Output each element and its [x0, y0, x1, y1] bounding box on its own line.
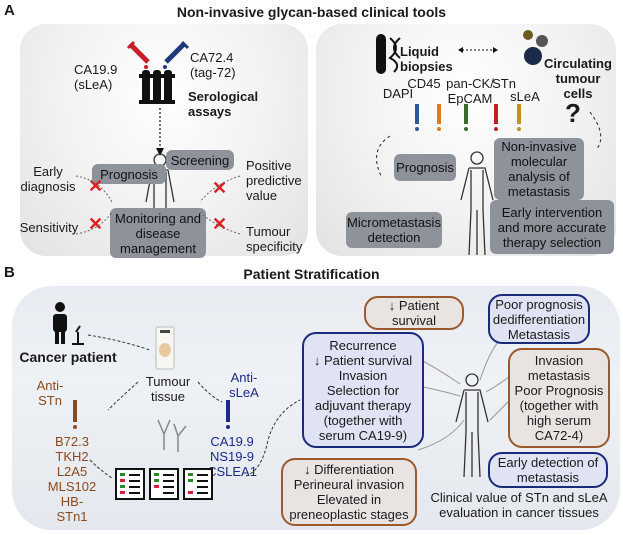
- limitation-tumour-specificity: Tumour specificity: [246, 224, 303, 254]
- tissue-slide-icon: [155, 326, 175, 370]
- panel-a-letter: A: [4, 2, 15, 19]
- caption: Clinical value of STn and sLeA evaluatio…: [430, 490, 608, 520]
- box-invasion: Invasion metastasis Poor Prognosis (toge…: [508, 348, 610, 448]
- cross-icon: ✕: [88, 214, 104, 234]
- tumour-tissue-label: Tumour tissue: [145, 374, 191, 404]
- marker-ca724: CA72.4 (tag-72): [190, 50, 236, 80]
- pipette-stn-icon: [73, 400, 77, 429]
- limitation-early-diagnosis: Early diagnosis: [20, 164, 76, 194]
- box-poor-prognosis: Poor prognosis dedifferentiation Metasta…: [488, 294, 590, 344]
- box-molecular-analysis: Non-invasive molecular analysis of metas…: [494, 138, 584, 200]
- limitation-ppv: Positive predictive value: [246, 158, 302, 203]
- double-arrow: [458, 47, 498, 53]
- pipette-blue-icon: [163, 40, 190, 69]
- cross-icon: ✕: [88, 176, 104, 196]
- ctc-label: Circulating tumour cells: [544, 56, 612, 101]
- panel-b-letter: B: [4, 264, 15, 281]
- dotted-arrow: [156, 108, 164, 156]
- box-prognosis-right: Prognosis: [394, 154, 456, 181]
- box-monitoring: Monitoring and disease management: [110, 208, 206, 258]
- box-early-intervention: Early intervention and more accurate the…: [490, 200, 614, 254]
- pipette-red-icon: [126, 40, 150, 69]
- box-screening: Screening: [166, 150, 234, 170]
- box-differentiation: ↓ Differentiation Perineural invasion El…: [281, 458, 417, 526]
- box-micrometastasis: Micrometastasis detection: [346, 212, 442, 248]
- box-patient-survival: ↓ Patient survival: [364, 296, 464, 330]
- anti-stn-title: Anti- STn: [36, 378, 64, 408]
- marker-cd45-label: CD45: [407, 76, 441, 91]
- human-body-icon: [460, 151, 494, 256]
- limitation-sensitivity: Sensitivity: [19, 220, 79, 235]
- marker-dapi-label: DAPI: [382, 86, 414, 101]
- test-tubes-icon: [139, 70, 175, 104]
- checklist-icons: [115, 468, 213, 500]
- human-body-icon: [455, 373, 489, 478]
- cross-icon: ✕: [212, 178, 228, 198]
- anti-slea-title: Anti- sLeA: [229, 370, 259, 400]
- question-mark: ?: [565, 98, 581, 128]
- tube-dna-icon: [376, 34, 401, 74]
- box-early-detection: Early detection of metastasis: [488, 452, 608, 488]
- panel-a-title: Non-invasive glycan-based clinical tools: [176, 4, 447, 20]
- marker-stn-label: STn: [492, 76, 516, 91]
- box-recurrence: Recurrence ↓ Patient survival Invasion S…: [302, 332, 424, 448]
- cross-icon: ✕: [212, 214, 228, 234]
- box-prognosis: Prognosis: [92, 164, 166, 184]
- liquid-biopsies-label: Liquid biopsies: [400, 44, 453, 74]
- marker-panck-label: pan-CK/ EpCAM: [446, 76, 494, 106]
- marker-slea-label: sLeA: [510, 89, 540, 104]
- antibodies-icon: [157, 419, 187, 452]
- serological-assays-label: Serological assays: [188, 89, 259, 119]
- pipette-slea-icon: [226, 400, 230, 429]
- anti-slea-clones: CA19.9 NS19-9 CSLEA1: [207, 434, 257, 479]
- marker-ca199: CA19.9 (sLeA): [74, 62, 118, 92]
- cancer-patient-icon: [53, 302, 84, 345]
- cells-icon: [523, 30, 548, 65]
- cancer-patient-label: Cancer patient: [19, 349, 117, 365]
- anti-stn-clones: B72.3 TKH2 L2A5 MLS102 HB- STn1: [47, 434, 97, 524]
- panel-b-title: Patient Stratification: [243, 266, 380, 282]
